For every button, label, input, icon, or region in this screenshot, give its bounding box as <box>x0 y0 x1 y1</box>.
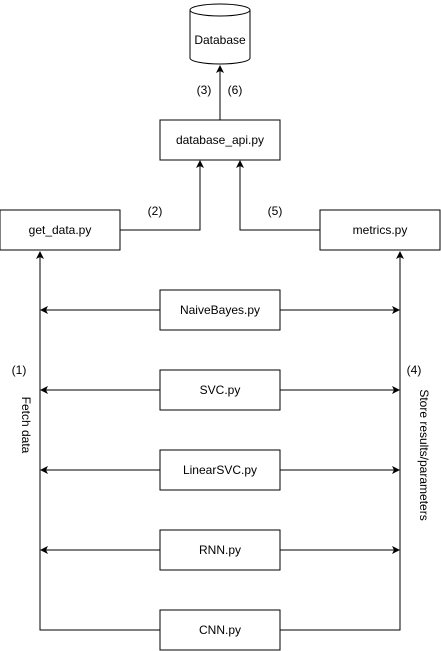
linear-svc-label: LinearSVC.py <box>183 463 257 477</box>
node-linear-svc: LinearSVC.py <box>159 449 281 491</box>
edge-fetch-line <box>36 251 160 631</box>
edge-metrics-to-api <box>236 160 320 231</box>
database-label: Database <box>194 33 246 47</box>
node-metrics: metrics.py <box>319 209 441 251</box>
metrics-label: metrics.py <box>353 223 408 237</box>
cnn-label: CNN.py <box>199 623 241 637</box>
step-label-1: (1) <box>12 363 27 377</box>
edge-getdata-to-api <box>120 160 204 231</box>
database-cylinder: Database <box>189 3 251 65</box>
rnn-label: RNN.py <box>199 543 241 557</box>
node-get-data: get_data.py <box>0 209 121 251</box>
step-label-6: (6) <box>228 83 243 97</box>
svc-label: SVC.py <box>200 383 241 397</box>
step-label-5: (5) <box>268 204 283 218</box>
store-results-label: Store results/parameters <box>417 389 431 520</box>
edge-store-line <box>280 251 404 631</box>
get-data-label: get_data.py <box>29 223 92 237</box>
node-rnn: RNN.py <box>159 529 281 571</box>
step-label-2: (2) <box>148 204 163 218</box>
node-naive-bayes: NaiveBayes.py <box>159 289 281 331</box>
naive-bayes-label: NaiveBayes.py <box>180 303 260 317</box>
database-api-label: database_api.py <box>176 133 264 147</box>
edges <box>36 65 404 631</box>
step-label-4: (4) <box>407 363 422 377</box>
step-label-3: (3) <box>197 83 212 97</box>
fetch-data-label: Fetch data <box>19 397 33 454</box>
node-cnn: CNN.py <box>159 609 281 651</box>
node-database-api: database_api.py <box>159 119 281 161</box>
node-svc: SVC.py <box>159 369 281 411</box>
